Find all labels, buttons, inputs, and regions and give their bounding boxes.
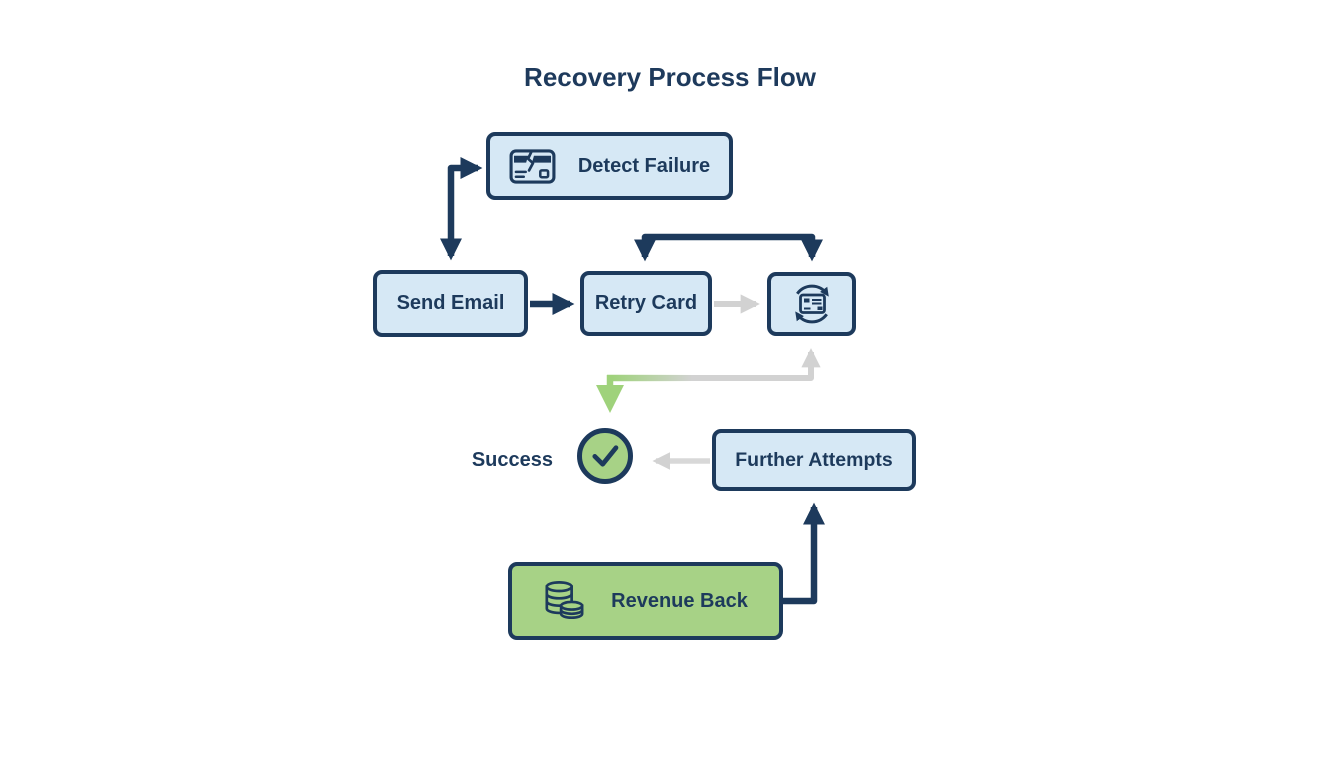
broken-card-icon [509, 148, 556, 185]
node-retry-cycle [767, 272, 856, 336]
success-circle [577, 428, 633, 484]
node-detect-failure: Detect Failure [486, 132, 733, 200]
edge-branch-detect-send [439, 156, 483, 261]
coins-icon [543, 577, 585, 625]
node-label: Send Email [396, 292, 505, 314]
edge-retry-cycle-bracket [633, 233, 824, 262]
node-further-attempts: Further Attempts [712, 429, 916, 491]
node-revenue-back: Revenue Back [508, 562, 783, 640]
checkmark-icon [583, 432, 627, 481]
diagram-title: Recovery Process Flow [524, 62, 816, 92]
edge-elbow-up-to-cycle [612, 348, 821, 381]
node-label: Further Attempts [735, 448, 893, 471]
success-label: Success [471, 449, 553, 471]
node-retry-card: Retry Card [580, 271, 712, 336]
node-label: Detect Failure [577, 154, 711, 177]
card-refresh-icon [784, 278, 840, 330]
node-send-email: Send Email [373, 270, 528, 337]
node-label: Revenue Back [611, 589, 748, 612]
node-label: Retry Card [594, 292, 698, 314]
edge-revenue-to-further [782, 502, 826, 605]
